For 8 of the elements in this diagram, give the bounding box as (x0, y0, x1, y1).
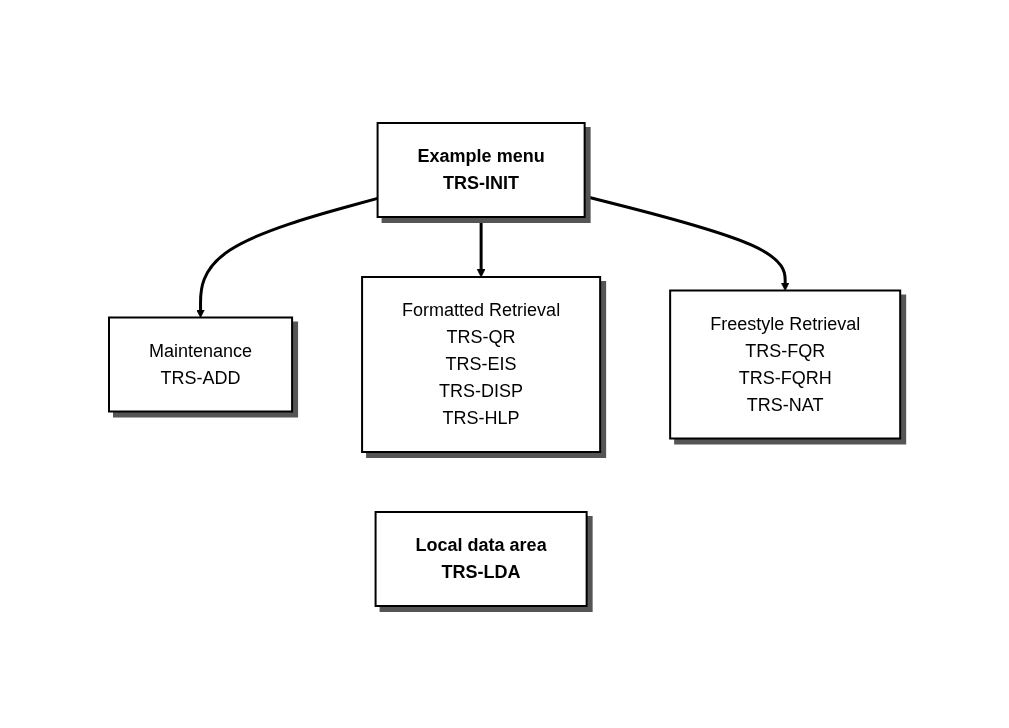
arrow (476, 216, 486, 277)
node-box: Freestyle Retrieval TRS-FQR TRS-FQRH TRS-NAT (669, 289, 902, 439)
node-box: Local data area TRS-LDA (374, 510, 588, 607)
node-box: Formatted Retrieval TRS-QR TRS-EIS TRS-DISP TRS-HLP (361, 275, 602, 453)
node-box: Example menu TRS-INIT (376, 121, 586, 218)
node-box: Maintenance TRS-ADD (107, 316, 293, 412)
arrow (584, 194, 790, 291)
arrow (196, 196, 378, 318)
